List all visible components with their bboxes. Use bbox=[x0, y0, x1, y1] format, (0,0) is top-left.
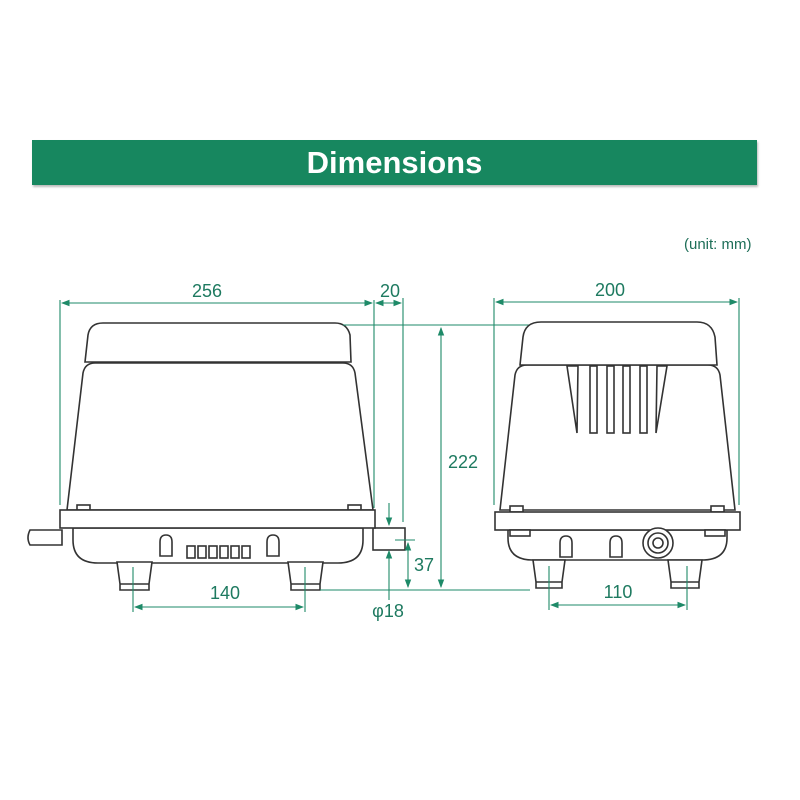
front-dimension-lines bbox=[59, 298, 530, 612]
cooling-fins bbox=[566, 365, 668, 434]
body bbox=[499, 364, 736, 511]
front-width-label: 256 bbox=[192, 281, 222, 301]
top-cap bbox=[519, 321, 718, 366]
body bbox=[66, 362, 374, 511]
front-view-pump bbox=[27, 322, 406, 591]
power-cord bbox=[27, 529, 63, 546]
outlet-diameter-label: φ18 bbox=[372, 601, 404, 621]
page-title: Dimensions bbox=[306, 145, 483, 180]
knob bbox=[559, 535, 573, 558]
base-plate bbox=[494, 511, 741, 531]
outlet-protrusion-label: 20 bbox=[380, 281, 400, 301]
side-feet-spacing-label: 110 bbox=[604, 582, 633, 602]
side-view-pump bbox=[494, 321, 741, 589]
side-width-label: 200 bbox=[595, 280, 625, 300]
unit-note: (unit: mm) bbox=[684, 236, 752, 253]
knob bbox=[266, 534, 280, 557]
base-plate bbox=[59, 509, 376, 529]
knob bbox=[159, 534, 173, 557]
top-cap bbox=[84, 322, 352, 363]
lower-housing bbox=[72, 527, 364, 564]
knob bbox=[609, 535, 623, 558]
foot-left bbox=[116, 561, 153, 591]
foot-right bbox=[667, 559, 703, 589]
air-outlet-connector bbox=[642, 527, 674, 559]
side-dimension-lines bbox=[493, 298, 740, 610]
vent-slots bbox=[186, 545, 251, 559]
air-outlet bbox=[372, 527, 406, 551]
outlet-height-label: 37 bbox=[414, 555, 434, 575]
height-label: 222 bbox=[448, 452, 478, 472]
title-banner: Dimensions bbox=[32, 140, 757, 185]
front-feet-spacing-label: 140 bbox=[210, 583, 240, 603]
